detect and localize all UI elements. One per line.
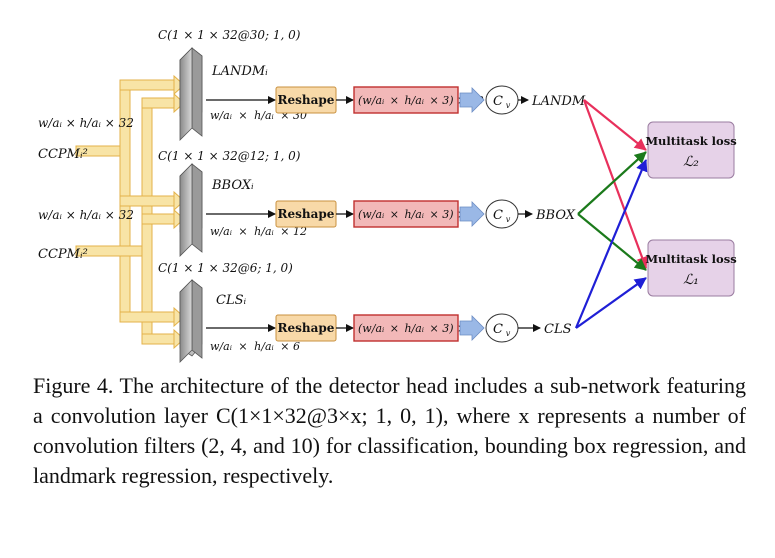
branch-cls: C(1 × 1 × 32@6; 1, 0) CLSᵢ w/aᵢ × h/aᵢ ×… [158, 261, 572, 363]
svg-text:v: v [506, 215, 511, 224]
loss-2-title: Multitask loss [645, 134, 736, 148]
figure-caption: Figure 4. The architecture of the detect… [33, 373, 746, 488]
conv-name-bbox: BBOXᵢ [211, 178, 254, 193]
conv-name-cls: CLSᵢ [216, 293, 246, 308]
loss-connectors [574, 99, 648, 329]
bbox-to-loss2 [577, 151, 647, 215]
conv-block-landm [179, 47, 203, 141]
reshape-label-landm: Reshape [278, 93, 335, 107]
conv-block-cls [179, 279, 203, 363]
cls-to-loss1 [575, 277, 647, 329]
svg-text:v: v [506, 101, 511, 110]
loss-box-1: Multitask loss ℒ₁ [645, 239, 737, 297]
input-1-name: CCPMᵢ² [38, 147, 88, 162]
conv-name-landm: LANDMᵢ [211, 64, 268, 79]
conv-spec-cls: C(1 × 1 × 32@6; 1, 0) [158, 261, 293, 275]
svg-text:w/aᵢ × h/aᵢ: w/aᵢ × h/aᵢ × 12 [210, 225, 307, 238]
pipe-arrowheads [173, 74, 185, 350]
tensor-box-cls [353, 314, 459, 342]
input-1-size: w/aᵢ × h/aᵢ × 32 [38, 116, 134, 130]
input-2: w/aᵢ × h/aᵢ × 32 CCPMᵢ² [38, 208, 134, 262]
tensor-box-landm [353, 86, 459, 114]
input-2-size: w/aᵢ × h/aᵢ × 32 [38, 208, 134, 222]
flow-arrow-cls [459, 315, 485, 341]
svg-text:C: C [493, 322, 503, 337]
input-1: w/aᵢ × h/aᵢ × 32 CCPMᵢ² [38, 116, 134, 162]
input-2-name: CCPMᵢ² [38, 247, 88, 262]
svg-text:v: v [506, 329, 511, 338]
svg-text:(w/aᵢ × h/aᵢ: (w/aᵢ × h/aᵢ × 3) × 4 [358, 208, 477, 221]
svg-text:w/aᵢ × h/aᵢ: w/aᵢ × h/aᵢ × 6 [210, 340, 300, 353]
svg-text:(w/aᵢ × h/aᵢ: (w/aᵢ × h/aᵢ × 3) × 2 [358, 322, 477, 335]
loss-2-symbol: ℒ₂ [683, 154, 699, 170]
landm-to-loss2 [583, 99, 647, 151]
flow-arrow-bbox [459, 201, 485, 227]
conv-block-bbox [179, 163, 203, 257]
tensor-box-bbox [353, 200, 459, 228]
reshape-label-cls: Reshape [278, 321, 335, 335]
output-label-landm: LANDM [531, 94, 586, 109]
branch-bbox: C(1 × 1 × 32@12; 1, 0) BBOXᵢ w/aᵢ × h/aᵢ… [158, 149, 576, 257]
landm-to-loss1 [582, 99, 648, 269]
reshape-label-bbox: Reshape [278, 207, 335, 221]
conv-spec-landm: C(1 × 1 × 32@30; 1, 0) [158, 28, 301, 42]
detector-head-diagram: w/aᵢ × h/aᵢ × 32 CCPMᵢ² w/aᵢ × h/aᵢ × 32… [38, 28, 737, 363]
conv-spec-bbox: C(1 × 1 × 32@12; 1, 0) [158, 149, 301, 163]
cls-to-loss2 [574, 159, 648, 329]
loss-1-symbol: ℒ₁ [683, 272, 699, 288]
loss-1-title: Multitask loss [645, 252, 736, 266]
loss-box-2: Multitask loss ℒ₂ [645, 121, 737, 179]
flow-arrow-landm [459, 87, 485, 113]
branch-landm: C(1 × 1 × 32@30; 1, 0) LANDMᵢ w/aᵢ × h/a… [158, 28, 586, 141]
svg-text:C: C [493, 208, 503, 223]
svg-text:C: C [493, 94, 503, 109]
output-label-cls: CLS [544, 322, 572, 337]
output-label-bbox: BBOX [535, 208, 576, 223]
